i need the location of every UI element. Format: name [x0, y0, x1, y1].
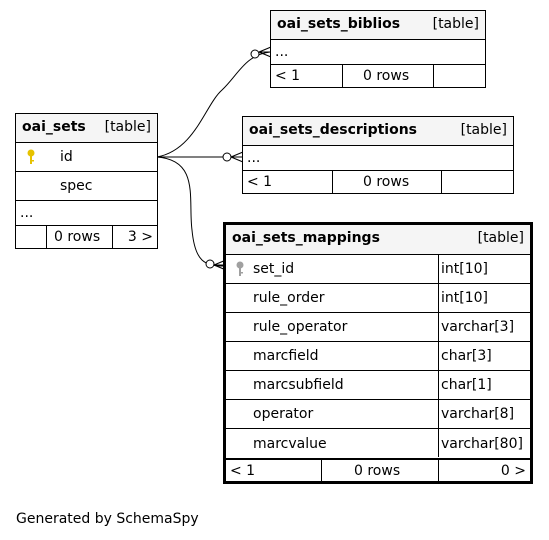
edge-oai-sets-to-biblios [156, 51, 271, 158]
table-header: oai_sets_biblios [table] [271, 11, 485, 40]
column-name: rule_order [253, 290, 325, 306]
type-column-divider [438, 255, 439, 457]
table-name: oai_sets_descriptions [249, 122, 417, 138]
footer-divider [433, 65, 434, 87]
table-oai-sets-mappings[interactable]: oai_sets_mappings [table] set_id int[10]… [223, 222, 533, 484]
column-row[interactable]: rule_operator varchar[3] [226, 313, 530, 342]
row-count: 0 rows [354, 462, 401, 479]
table-kind: [table] [104, 119, 151, 135]
more-columns-row: ... [243, 146, 513, 171]
row-count: 0 rows [54, 229, 101, 245]
column-name: set_id [253, 261, 295, 277]
table-oai-sets-descriptions[interactable]: oai_sets_descriptions [table] ... < 1 0 … [242, 116, 514, 194]
table-name: oai_sets [22, 119, 86, 135]
footer-divider [112, 226, 113, 248]
column-name: marcfield [253, 348, 319, 364]
table-footer: < 1 0 rows [271, 65, 485, 87]
footer-divider [321, 460, 322, 481]
column-name: marcsubfield [253, 377, 344, 393]
footer-divider [46, 226, 47, 248]
footer-divider [438, 460, 439, 481]
more-columns-row: ... [16, 201, 157, 226]
footer-divider [332, 171, 333, 193]
table-footer: 0 rows 3 > [16, 226, 157, 248]
column-row[interactable]: marcsubfield char[1] [226, 371, 530, 400]
column-name: spec [60, 178, 93, 194]
more-columns-ellipsis: ... [20, 205, 34, 221]
column-type: char[3] [441, 348, 492, 364]
table-oai-sets-biblios[interactable]: oai_sets_biblios [table] ... < 1 0 rows [270, 10, 486, 88]
column-row[interactable]: operator varchar[8] [226, 400, 530, 429]
row-count: 0 rows [363, 174, 410, 190]
table-name: oai_sets_biblios [277, 16, 401, 32]
column-row[interactable]: marcvalue varchar[80] [226, 429, 530, 459]
column-row[interactable]: marcfield char[3] [226, 342, 530, 371]
table-oai-sets[interactable]: oai_sets [table] id spec ... 0 rows 3 > [15, 113, 158, 249]
column-type: char[1] [441, 377, 492, 393]
edge-marker-biblios [250, 46, 272, 59]
generated-by-label: Generated by SchemaSpy [16, 511, 199, 527]
table-kind: [table] [477, 230, 524, 246]
row-count: 0 rows [363, 68, 410, 84]
column-type: varchar[80] [441, 435, 523, 452]
table-footer: < 1 0 rows [243, 171, 513, 193]
parents-count[interactable]: < 1 [247, 174, 273, 190]
parents-count[interactable]: < 1 [230, 462, 256, 479]
primary-key-icon [27, 149, 35, 164]
table-header: oai_sets [table] [16, 114, 157, 143]
column-name: id [60, 149, 73, 165]
more-columns-ellipsis: ... [275, 44, 289, 60]
column-type: varchar[3] [441, 319, 515, 335]
edge-marker-descriptions [222, 151, 244, 163]
foreign-key-icon [236, 261, 244, 276]
column-type: int[10] [441, 290, 488, 306]
children-count[interactable]: 0 > [500, 462, 526, 479]
column-name: marcvalue [253, 435, 327, 452]
table-header: oai_sets_descriptions [table] [243, 117, 513, 146]
children-count[interactable]: 3 > [127, 229, 153, 245]
column-name: operator [253, 406, 314, 422]
footer-divider [441, 171, 442, 193]
table-name: oai_sets_mappings [232, 230, 380, 246]
parents-count[interactable]: < 1 [275, 68, 301, 84]
column-type: varchar[8] [441, 406, 515, 422]
column-type: int[10] [441, 261, 488, 277]
column-row[interactable]: rule_order int[10] [226, 284, 530, 313]
table-header: oai_sets_mappings [table] [226, 225, 530, 255]
more-columns-ellipsis: ... [247, 150, 261, 166]
edge-oai-sets-to-mappings [156, 156, 225, 267]
column-name: rule_operator [253, 319, 348, 335]
table-footer: < 1 0 rows 0 > [226, 459, 530, 481]
edge-marker-mappings [205, 259, 227, 271]
column-row[interactable]: set_id int[10] [226, 255, 530, 284]
table-kind: [table] [432, 16, 479, 32]
column-row[interactable]: id [16, 143, 157, 172]
column-row[interactable]: spec [16, 172, 157, 201]
more-columns-row: ... [271, 40, 485, 65]
table-kind: [table] [460, 122, 507, 138]
footer-divider [342, 65, 343, 87]
